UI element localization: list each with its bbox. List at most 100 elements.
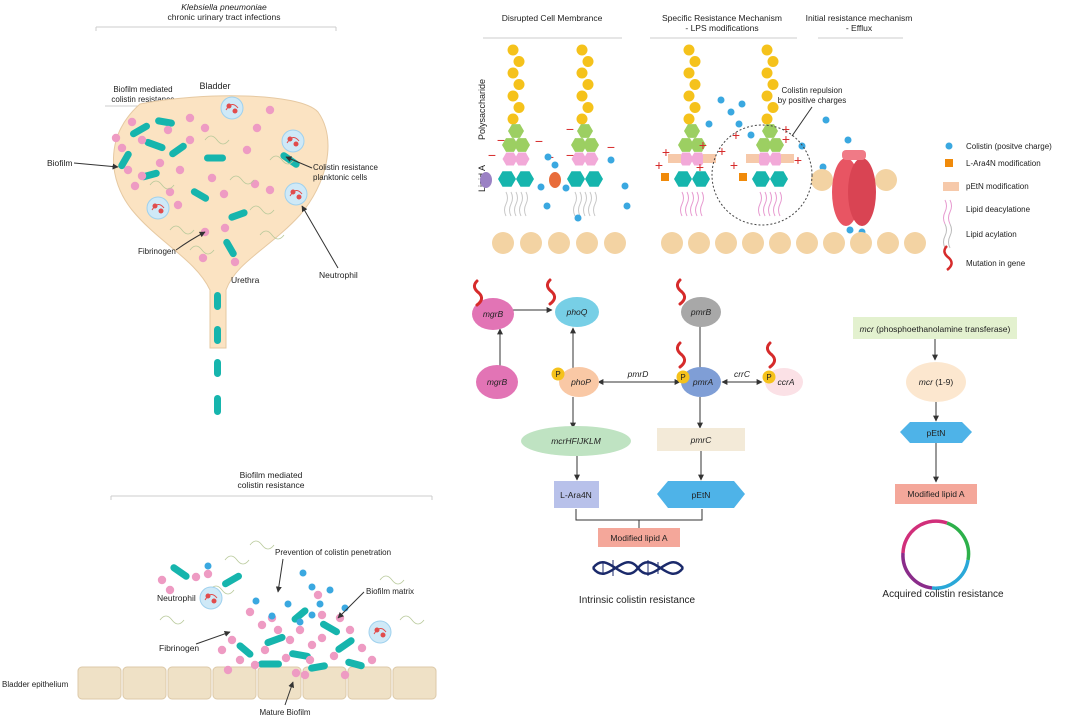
organism-title: Klebsiella pneumoniae bbox=[181, 2, 267, 12]
urethra-bacterium bbox=[214, 326, 221, 344]
pink-cell bbox=[155, 158, 165, 168]
bacterium-rod bbox=[130, 122, 150, 138]
plasmid-icon bbox=[901, 519, 971, 590]
pink-cell bbox=[252, 123, 262, 133]
colistin-molecule bbox=[819, 163, 827, 171]
oligosaccharide-unit bbox=[761, 90, 773, 102]
kdo-sugar bbox=[571, 152, 587, 166]
positive-charge: + bbox=[662, 144, 670, 160]
kdo-sugar bbox=[690, 152, 706, 166]
acyl-chain bbox=[773, 191, 777, 217]
pink-cell bbox=[165, 187, 175, 197]
core-sugar bbox=[756, 138, 772, 152]
ara4n-legend-icon bbox=[945, 159, 953, 167]
bacterium-rod bbox=[228, 209, 248, 221]
phospholipid-head bbox=[811, 169, 833, 191]
phospholipid-head bbox=[904, 232, 926, 254]
colistin-molecule bbox=[747, 131, 755, 139]
neutrophil-cell bbox=[146, 196, 170, 220]
membrane-panel: Disrupted Cell Membrance Specific Resist… bbox=[477, 13, 926, 254]
oligosaccharide-unit bbox=[513, 79, 525, 90]
petn-modification bbox=[703, 154, 716, 163]
colistin-molecule bbox=[268, 612, 276, 620]
colistin-molecule bbox=[574, 214, 582, 222]
petn-modification bbox=[781, 154, 794, 163]
pmrD-label: pmrD bbox=[627, 369, 649, 379]
lipid-a-glucosamine bbox=[567, 171, 585, 187]
pink-cell bbox=[230, 257, 240, 267]
oligosaccharide-unit bbox=[513, 56, 525, 67]
lps-modification bbox=[661, 173, 669, 181]
mutation-icon bbox=[545, 278, 557, 306]
epithelium-colistin-group bbox=[204, 562, 349, 626]
modified-lipid-a-label: Modified lipid A bbox=[610, 533, 668, 543]
acyl-chain bbox=[685, 191, 689, 217]
pink-cell bbox=[227, 635, 237, 645]
epithelial-cell bbox=[212, 666, 257, 700]
mutation-icon bbox=[675, 341, 687, 369]
biofilm-pointer bbox=[73, 162, 119, 170]
oligosaccharide-unit bbox=[576, 67, 588, 79]
epithelium-title-2: colistin resistance bbox=[237, 480, 304, 490]
epithelium-panel: Biofilm mediated colistin resistance Pre… bbox=[2, 470, 437, 717]
bacterium-rod bbox=[258, 660, 282, 668]
deacylation-legend-icon bbox=[943, 199, 952, 225]
phosphate-phoP-label: P bbox=[555, 370, 560, 379]
lipid-a-glucosamine bbox=[585, 171, 603, 187]
colistin-molecule bbox=[844, 136, 852, 144]
acquired-resistance-title: Acquired colistin resistance bbox=[882, 589, 1004, 600]
epithelium-bacteria-group bbox=[170, 564, 365, 672]
mcrHFIJKLM-label: mcrHFIJKLM bbox=[551, 436, 602, 446]
colistin-molecule bbox=[316, 600, 324, 608]
oligosaccharide-unit bbox=[507, 67, 519, 79]
pink-cell bbox=[203, 569, 213, 579]
mcr19-node bbox=[906, 362, 966, 402]
petn-modification bbox=[668, 154, 681, 163]
bacterium-rod bbox=[335, 637, 355, 653]
pink-cell bbox=[130, 181, 140, 191]
repulsion-label-1: Colistin repulsion bbox=[782, 86, 843, 95]
mutation-legend-icon bbox=[943, 245, 953, 271]
oligosaccharide-unit bbox=[689, 79, 701, 90]
phospholipid-head bbox=[877, 232, 899, 254]
neutrophil-cell bbox=[281, 129, 305, 153]
oligosaccharide-unit bbox=[513, 102, 525, 113]
colistin-molecule bbox=[296, 618, 304, 626]
oligosaccharide-unit bbox=[683, 44, 695, 56]
positive-charge: + bbox=[730, 157, 738, 173]
colistin-molecule bbox=[735, 120, 743, 128]
pink-cell bbox=[265, 185, 275, 195]
phoP-label: phoP bbox=[570, 377, 591, 387]
core-sugar bbox=[571, 138, 587, 152]
positive-charge: + bbox=[718, 143, 726, 159]
colistin-molecule bbox=[727, 108, 735, 116]
urethra-bacterium bbox=[214, 395, 221, 415]
colistin-molecule bbox=[846, 226, 854, 234]
lipid-a-glucosamine bbox=[498, 171, 516, 187]
colistin-molecule bbox=[738, 100, 746, 108]
urethra-bacterium bbox=[214, 292, 221, 310]
negative-charge: − bbox=[488, 147, 496, 163]
pmrB-label: pmrB bbox=[690, 307, 712, 317]
pink-cell bbox=[250, 179, 260, 189]
epithelium-fibrinogen-label: Fibrinogen bbox=[159, 643, 199, 653]
lps-headgroup bbox=[480, 172, 492, 188]
fibrinogen-label: Fibrinogen bbox=[138, 247, 176, 256]
repulsion-label-2: by positive charges bbox=[778, 96, 846, 105]
biofilm-matrix-pointer bbox=[337, 591, 365, 619]
acyl-chain bbox=[700, 191, 704, 217]
pink-cell bbox=[273, 625, 283, 635]
pink-cell bbox=[173, 200, 183, 210]
phoQ-label: phoQ bbox=[566, 307, 588, 317]
ccrA-label: ccrA bbox=[778, 377, 795, 387]
initial-mechanism-title-1: Initial resistance mechanism bbox=[806, 13, 913, 23]
pink-cell bbox=[175, 165, 185, 175]
pink-cell bbox=[357, 643, 367, 653]
phosphate-pmrA bbox=[676, 370, 690, 384]
core-sugar bbox=[768, 138, 784, 152]
phoP-node bbox=[559, 367, 599, 397]
colistin-molecule bbox=[308, 611, 316, 619]
acquired-petn-node bbox=[900, 422, 972, 443]
pink-cell bbox=[335, 613, 345, 623]
